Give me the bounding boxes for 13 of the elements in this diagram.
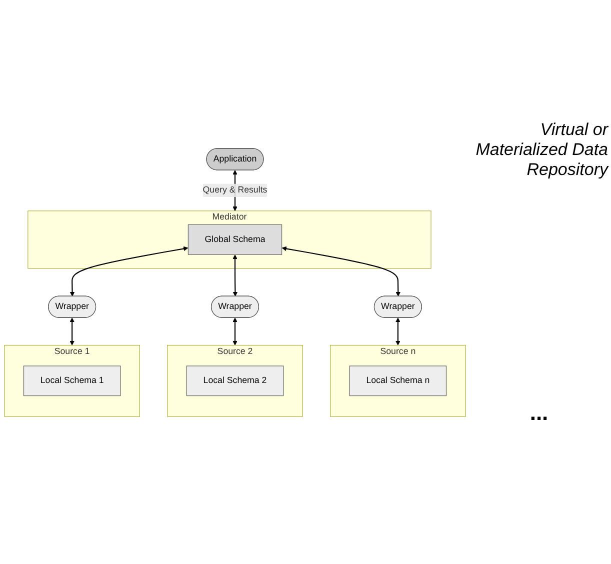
arrow (396, 317, 400, 345)
node-box: Local Schema n (349, 365, 446, 396)
arrow (70, 246, 188, 296)
node-box: Local Schema 2 (186, 365, 284, 396)
arrow (70, 317, 74, 345)
arrow (282, 246, 401, 296)
node-box: Local Schema 1 (24, 365, 121, 396)
ellipsis-mark: ... (528, 400, 550, 426)
node-box: Global Schema (188, 224, 282, 254)
arrow (232, 254, 238, 296)
side-note: Virtual or Materialized Data Repository (474, 120, 608, 180)
edge-label: Query & Results (202, 184, 268, 194)
arrow (232, 317, 238, 345)
